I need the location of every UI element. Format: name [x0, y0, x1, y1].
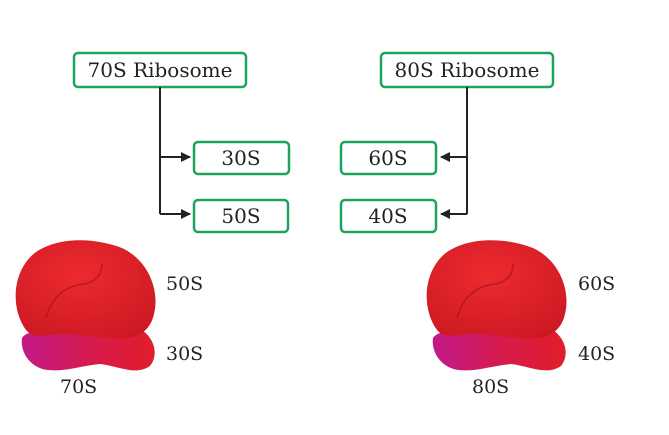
- box-40s: 40S: [339, 198, 438, 234]
- box-30s: 30S: [192, 140, 291, 176]
- label-50s: 50S: [166, 273, 203, 295]
- large-subunit-fold-line: [45, 263, 103, 319]
- left-tree: 70S Ribosome 30S 50S: [72, 51, 291, 234]
- label-80s: 80S: [472, 376, 509, 398]
- right-tree: 80S Ribosome 60S 40S: [339, 51, 555, 234]
- box-70s-ribosome: 70S Ribosome: [72, 51, 248, 89]
- ribosome-70s-illustration: 50S 30S 70S: [15, 240, 203, 398]
- box-60s: 60S: [339, 140, 438, 176]
- box-50s: 50S: [192, 198, 290, 234]
- label-60s: 60S: [578, 273, 615, 295]
- box-30s-label: 30S: [221, 146, 260, 170]
- large-subunit-50s: [15, 240, 156, 339]
- box-70s-ribosome-label: 70S Ribosome: [88, 58, 233, 82]
- box-50s-label: 50S: [221, 204, 260, 228]
- box-80s-ribosome: 80S Ribosome: [379, 51, 555, 89]
- label-30s: 30S: [166, 343, 203, 365]
- ribosome-80s-illustration: 60S 40S 80S: [426, 240, 615, 398]
- box-80s-ribosome-label: 80S Ribosome: [395, 58, 540, 82]
- box-60s-label: 60S: [368, 146, 407, 170]
- box-40s-label: 40S: [368, 204, 407, 228]
- label-70s: 70S: [60, 376, 97, 398]
- label-40s: 40S: [578, 343, 615, 365]
- large-subunit-fold-line-right: [456, 263, 514, 319]
- large-subunit-60s: [426, 240, 567, 339]
